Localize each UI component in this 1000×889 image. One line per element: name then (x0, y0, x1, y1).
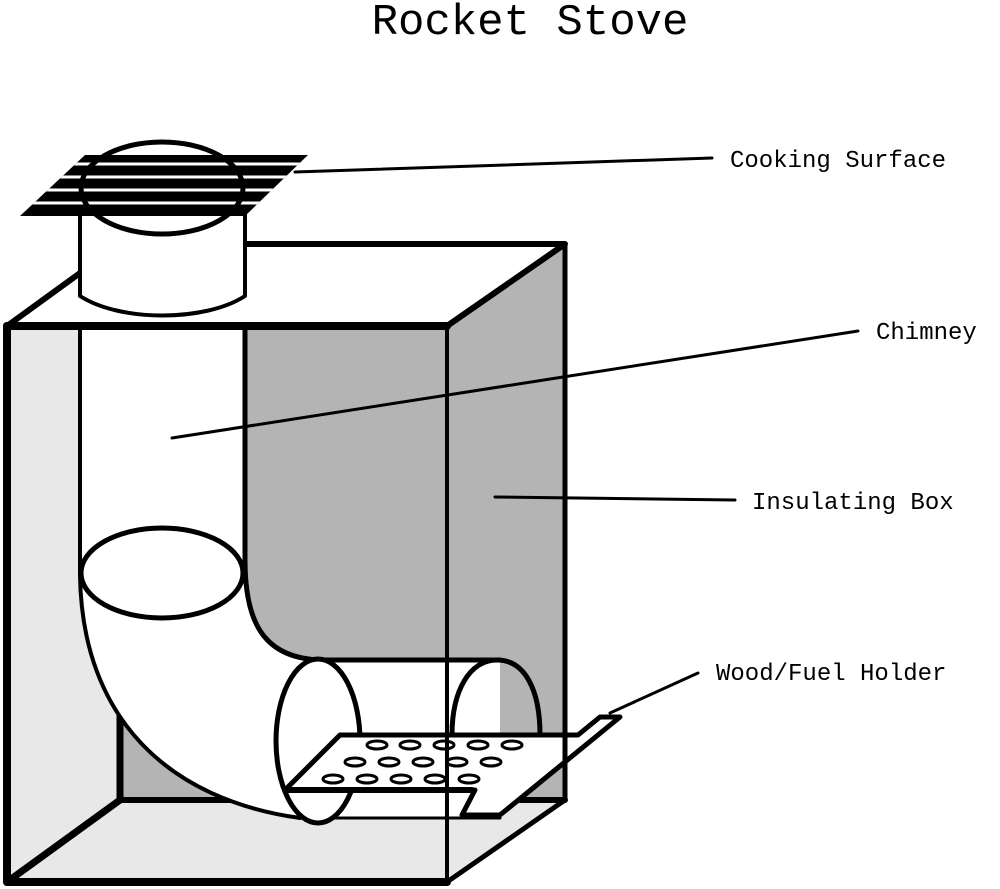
fuel-holder-holes (321, 739, 524, 785)
elbow-opening (78, 525, 246, 621)
cooking-surface-grate (20, 155, 308, 216)
hole (457, 773, 481, 785)
feed-tube-back-opening (449, 657, 543, 738)
leader-insulating-box (493, 495, 737, 502)
leader-fuel-holder (608, 671, 700, 715)
label-cooking-surface: Cooking Surface (730, 148, 946, 175)
hole (389, 773, 413, 785)
box-floor (7, 800, 565, 882)
hole (479, 756, 503, 768)
chimney-collar (78, 186, 247, 318)
box-floor-right-edge (444, 797, 568, 885)
diagram-title: Rocket Stove (371, 0, 689, 48)
leader-cooking-surface (293, 156, 714, 174)
box-front-left-shade (7, 326, 80, 882)
leader-chimney (170, 329, 860, 440)
hole (411, 756, 435, 768)
label-insulating-box: Insulating Box (752, 490, 954, 517)
hole (365, 739, 389, 751)
hole (343, 756, 367, 768)
hole (321, 773, 345, 785)
hole (398, 739, 422, 751)
hole (423, 773, 447, 785)
box-floor-left-edge (3, 796, 124, 886)
hole (466, 739, 490, 751)
hole (500, 739, 524, 751)
hole (445, 756, 469, 768)
chimney-pipe (80, 326, 500, 818)
collar-top-opening (78, 139, 246, 237)
hole (377, 756, 401, 768)
label-chimney: Chimney (876, 320, 977, 347)
hole (355, 773, 379, 785)
label-fuel-holder: Wood/Fuel Holder (716, 661, 946, 688)
chimney-outer-curve (78, 324, 302, 820)
hole (432, 739, 456, 751)
